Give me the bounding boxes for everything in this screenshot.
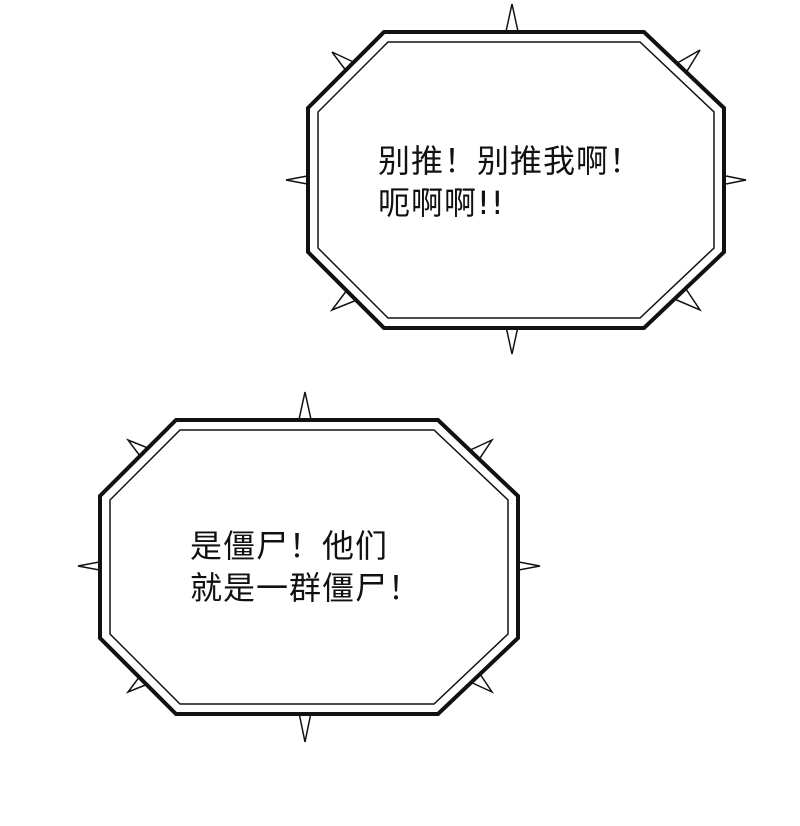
- bubble-2-outline-inner: [109, 429, 509, 705]
- bubble-1-line-1: 别推！别推我啊！: [378, 142, 643, 180]
- speech-bubble-2: [77, 391, 541, 743]
- bubble-1-outline-inner: [317, 41, 715, 319]
- bubble-1-text: 别推！别推我啊！ 呃啊啊!!: [378, 140, 642, 224]
- bubble-2-text: 是僵尸！他们 就是一群僵尸！: [190, 525, 421, 609]
- speech-bubble-1: [285, 3, 747, 355]
- bubble-2-line-2: 就是一群僵尸！: [190, 569, 422, 607]
- bubble-1-line-2: 呃啊啊!!: [378, 184, 505, 222]
- bubble-2-line-1: 是僵尸！他们: [190, 527, 389, 565]
